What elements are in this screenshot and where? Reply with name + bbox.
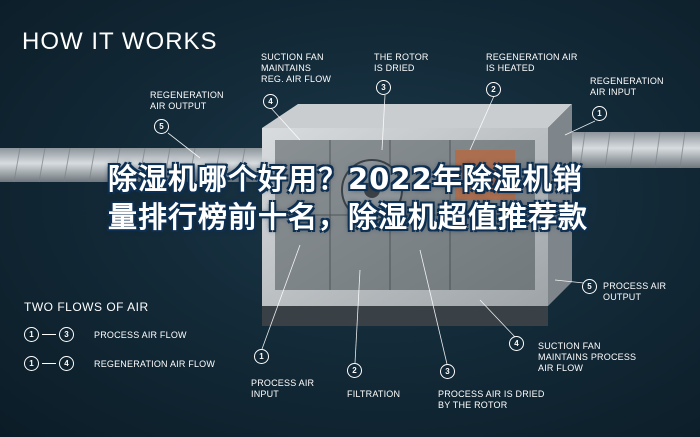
- step-5-marker: 5: [154, 119, 169, 134]
- regen-air-output-label: REGENERATION AIR OUTPUT: [150, 90, 224, 111]
- regen-air-heated-label: REGENERATION AIR IS HEATED: [486, 52, 578, 73]
- regen-air-input-label: REGENERATION AIR INPUT: [590, 76, 664, 97]
- process-air-dried-label: PROCESS AIR IS DRIED BY THE ROTOR: [438, 389, 545, 410]
- heater: [455, 150, 515, 200]
- flow-from-marker: 1: [24, 327, 39, 342]
- flow-to-marker: 4: [59, 356, 74, 371]
- step-1-marker-process: 1: [254, 349, 269, 364]
- step-3-marker: 3: [376, 80, 391, 95]
- regeneration-duct-left: [0, 147, 300, 183]
- filtration-label: FILTRATION: [347, 389, 401, 399]
- flow-label: REGENERATION AIR FLOW: [94, 358, 216, 369]
- step-4-marker: 4: [263, 94, 278, 109]
- step-4-marker-process: 4: [509, 336, 524, 351]
- step-3-marker-process: 3: [440, 364, 455, 379]
- flow-to-marker: 3: [59, 327, 74, 342]
- suction-fan-process-label: SUCTION FAN MAINTAINS PROCESS AIR FLOW: [538, 341, 637, 373]
- pointer-lines: [167, 94, 596, 365]
- process-air-input-label: PROCESS AIR INPUT: [251, 378, 315, 399]
- flow-from-marker: 1: [24, 356, 39, 371]
- dehumidifier-unit: [262, 104, 572, 326]
- step-5-marker-process: 5: [582, 279, 597, 294]
- page-title: HOW IT WORKS: [22, 28, 218, 55]
- step-2-marker: 2: [486, 82, 501, 97]
- step-1-marker: 1: [592, 106, 607, 121]
- flow-label: PROCESS AIR FLOW: [94, 329, 187, 340]
- flow-dash: [42, 334, 56, 335]
- flow-row-process: 1 3 PROCESS AIR FLOW: [24, 327, 187, 342]
- flow-row-regeneration: 1 4 REGENERATION AIR FLOW: [24, 356, 215, 371]
- overlay-headline: 除湿机哪个好用？2022年除湿机销量排行榜前十名，除湿机超值推荐款: [108, 162, 589, 234]
- step-2-marker-process: 2: [347, 363, 362, 378]
- process-air-output-label: PROCESS AIR OUTPUT: [603, 281, 667, 302]
- rotor-dried-label: THE ROTOR IS DRIED: [374, 52, 429, 73]
- flows-title: TWO FLOWS OF AIR: [24, 300, 149, 314]
- suction-fan-regen-label: SUCTION FAN MAINTAINS REG. AIR FLOW: [261, 52, 332, 84]
- flow-dash: [42, 363, 56, 364]
